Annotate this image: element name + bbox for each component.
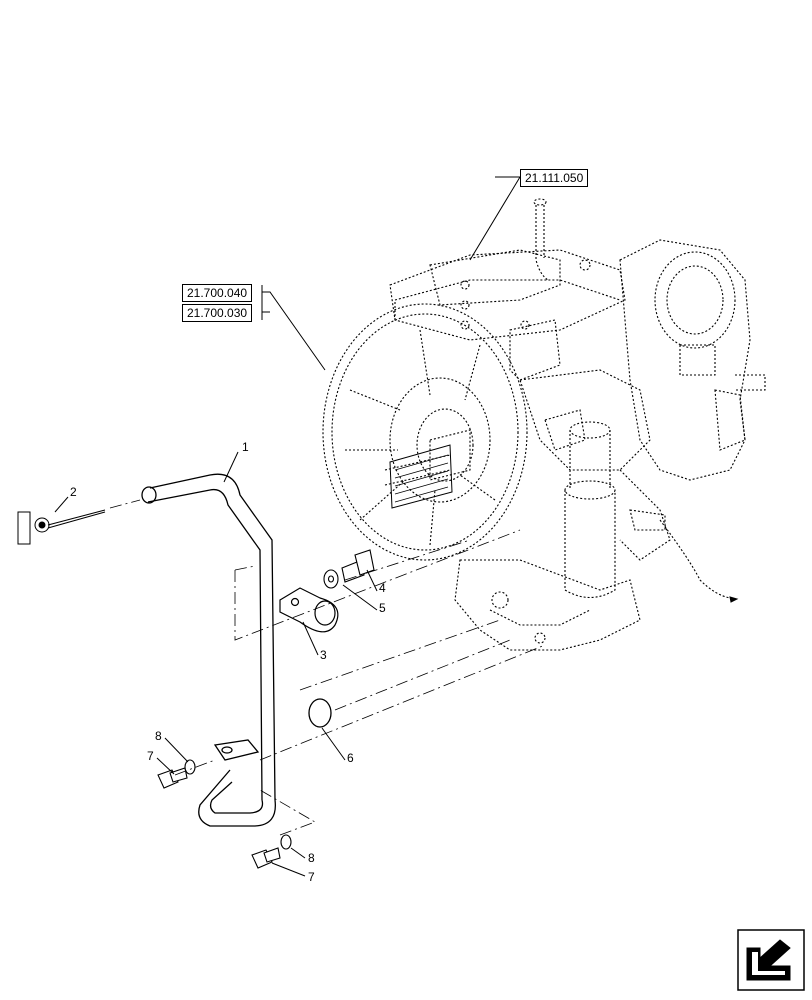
part-4-bolt bbox=[341, 549, 375, 583]
callout-2: 2 bbox=[70, 485, 77, 499]
callout-4: 4 bbox=[379, 581, 386, 595]
part-8-washer-upper bbox=[184, 759, 196, 775]
callout-7-upper: 7 bbox=[147, 749, 154, 763]
part-6-o-ring bbox=[308, 698, 332, 728]
leader-lines bbox=[54, 176, 521, 877]
callout-6: 6 bbox=[347, 751, 354, 765]
reference-box-21-700-030[interactable]: 21.700.030 bbox=[182, 304, 253, 322]
transmission-details bbox=[389, 444, 739, 603]
previous-page-arrow-icon[interactable] bbox=[737, 929, 805, 991]
part-3-clamp bbox=[279, 587, 339, 633]
callout-5: 5 bbox=[379, 601, 386, 615]
part-1-pipe bbox=[141, 473, 276, 827]
transmission-assembly bbox=[322, 198, 766, 651]
assembly-center-lines bbox=[109, 499, 546, 836]
callout-1: 1 bbox=[242, 440, 249, 454]
part-5-washer bbox=[323, 569, 339, 589]
callout-labels: 1 2 3 4 5 6 7 8 7 8 bbox=[70, 440, 386, 884]
part-7-bolt-lower bbox=[251, 847, 281, 869]
callout-7-lower: 7 bbox=[308, 870, 315, 884]
reference-box-21-111-050[interactable]: 21.111.050 bbox=[520, 169, 589, 187]
part-2-dipstick-cap bbox=[17, 509, 106, 545]
part-8-washer-lower bbox=[280, 834, 292, 850]
part-7-bolt-upper bbox=[157, 767, 188, 789]
reference-box-21-700-040[interactable]: 21.700.040 bbox=[182, 284, 253, 302]
callout-3: 3 bbox=[320, 648, 327, 662]
callout-8-upper: 8 bbox=[155, 729, 162, 743]
callout-8-lower: 8 bbox=[308, 851, 315, 865]
